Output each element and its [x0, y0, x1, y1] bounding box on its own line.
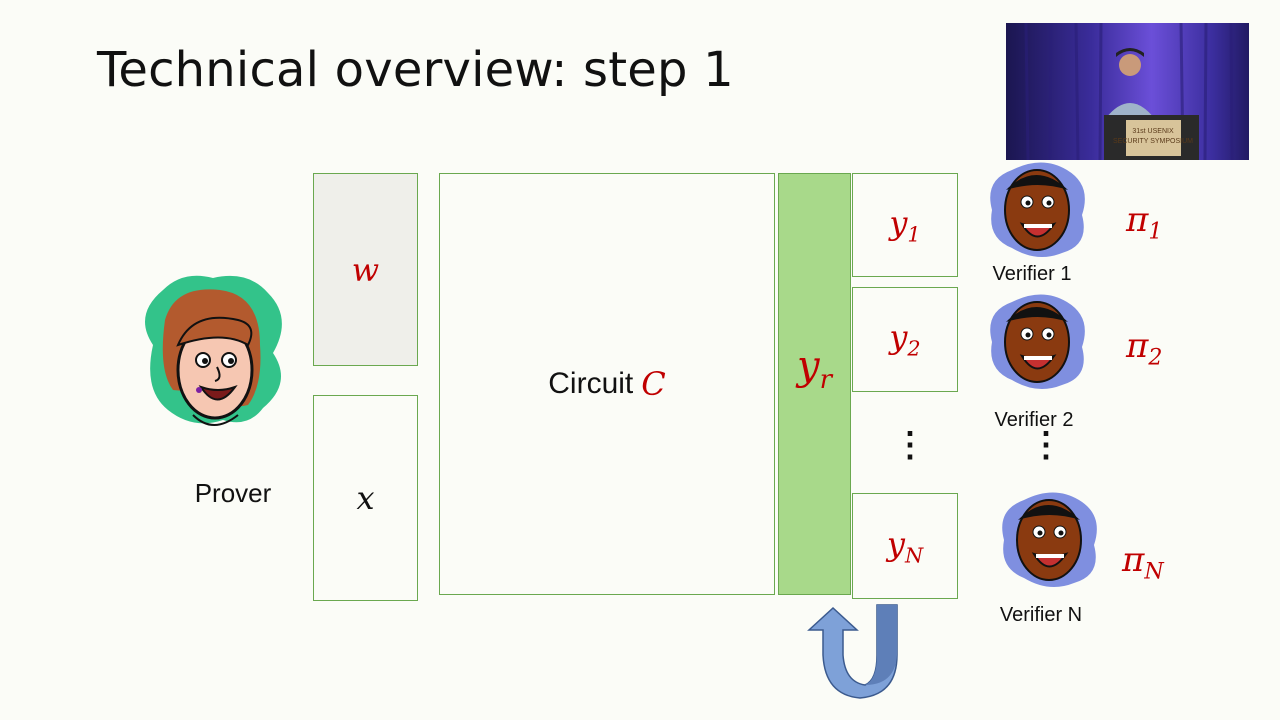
output-box-1: y1 — [852, 173, 958, 277]
output-ellipsis: ⋮ — [893, 426, 927, 464]
prover-label: Prover — [194, 478, 272, 508]
output-symbol: y — [886, 524, 905, 563]
verifier-label-n: Verifier N — [999, 604, 1083, 626]
prover-avatar — [133, 275, 293, 455]
circuit-label: Circuit — [548, 367, 634, 400]
speaker-video-thumbnail: 31st USENIX SECURITY SYMPOSIUM — [1006, 23, 1249, 160]
witness-symbol: w — [351, 250, 380, 289]
output-box-2: y2 — [852, 287, 958, 392]
circuit-symbol: C — [641, 365, 666, 403]
verifier-label-2: Verifier 2 — [994, 409, 1074, 431]
feedback-arrow-icon — [805, 600, 915, 700]
verifier-avatar-1 — [982, 160, 1092, 260]
output-box-n: yN — [852, 493, 958, 599]
output-symbol: y — [889, 318, 908, 357]
witness-box: w — [313, 173, 418, 366]
output-symbol: y — [889, 203, 908, 242]
proof-n: πN — [1122, 540, 1164, 585]
circuit-box: Circuit C — [439, 173, 775, 595]
statement-symbol: x — [356, 479, 375, 517]
randomness-subscript: r — [819, 365, 833, 396]
verifier-avatar-n — [994, 490, 1104, 590]
output-subscript: 2 — [907, 336, 921, 361]
proof-2: π2 — [1126, 326, 1163, 371]
verifier-ellipsis: ⋮ — [1029, 426, 1063, 464]
output-subscript: 1 — [907, 222, 921, 247]
statement-box: x — [313, 395, 418, 601]
verifier-label-1: Verifier 1 — [992, 263, 1072, 285]
verifier-avatar-2 — [982, 292, 1092, 392]
svg-text:31st USENIX: 31st USENIX — [1132, 128, 1174, 135]
randomness-symbol: y — [796, 342, 820, 389]
randomness-column: yr — [778, 173, 851, 595]
output-subscript: N — [904, 543, 924, 568]
proof-1: π1 — [1126, 200, 1163, 245]
slide-title: Technical overview: step 1 — [97, 42, 734, 98]
svg-text:SECURITY SYMPOSIUM: SECURITY SYMPOSIUM — [1113, 138, 1193, 145]
